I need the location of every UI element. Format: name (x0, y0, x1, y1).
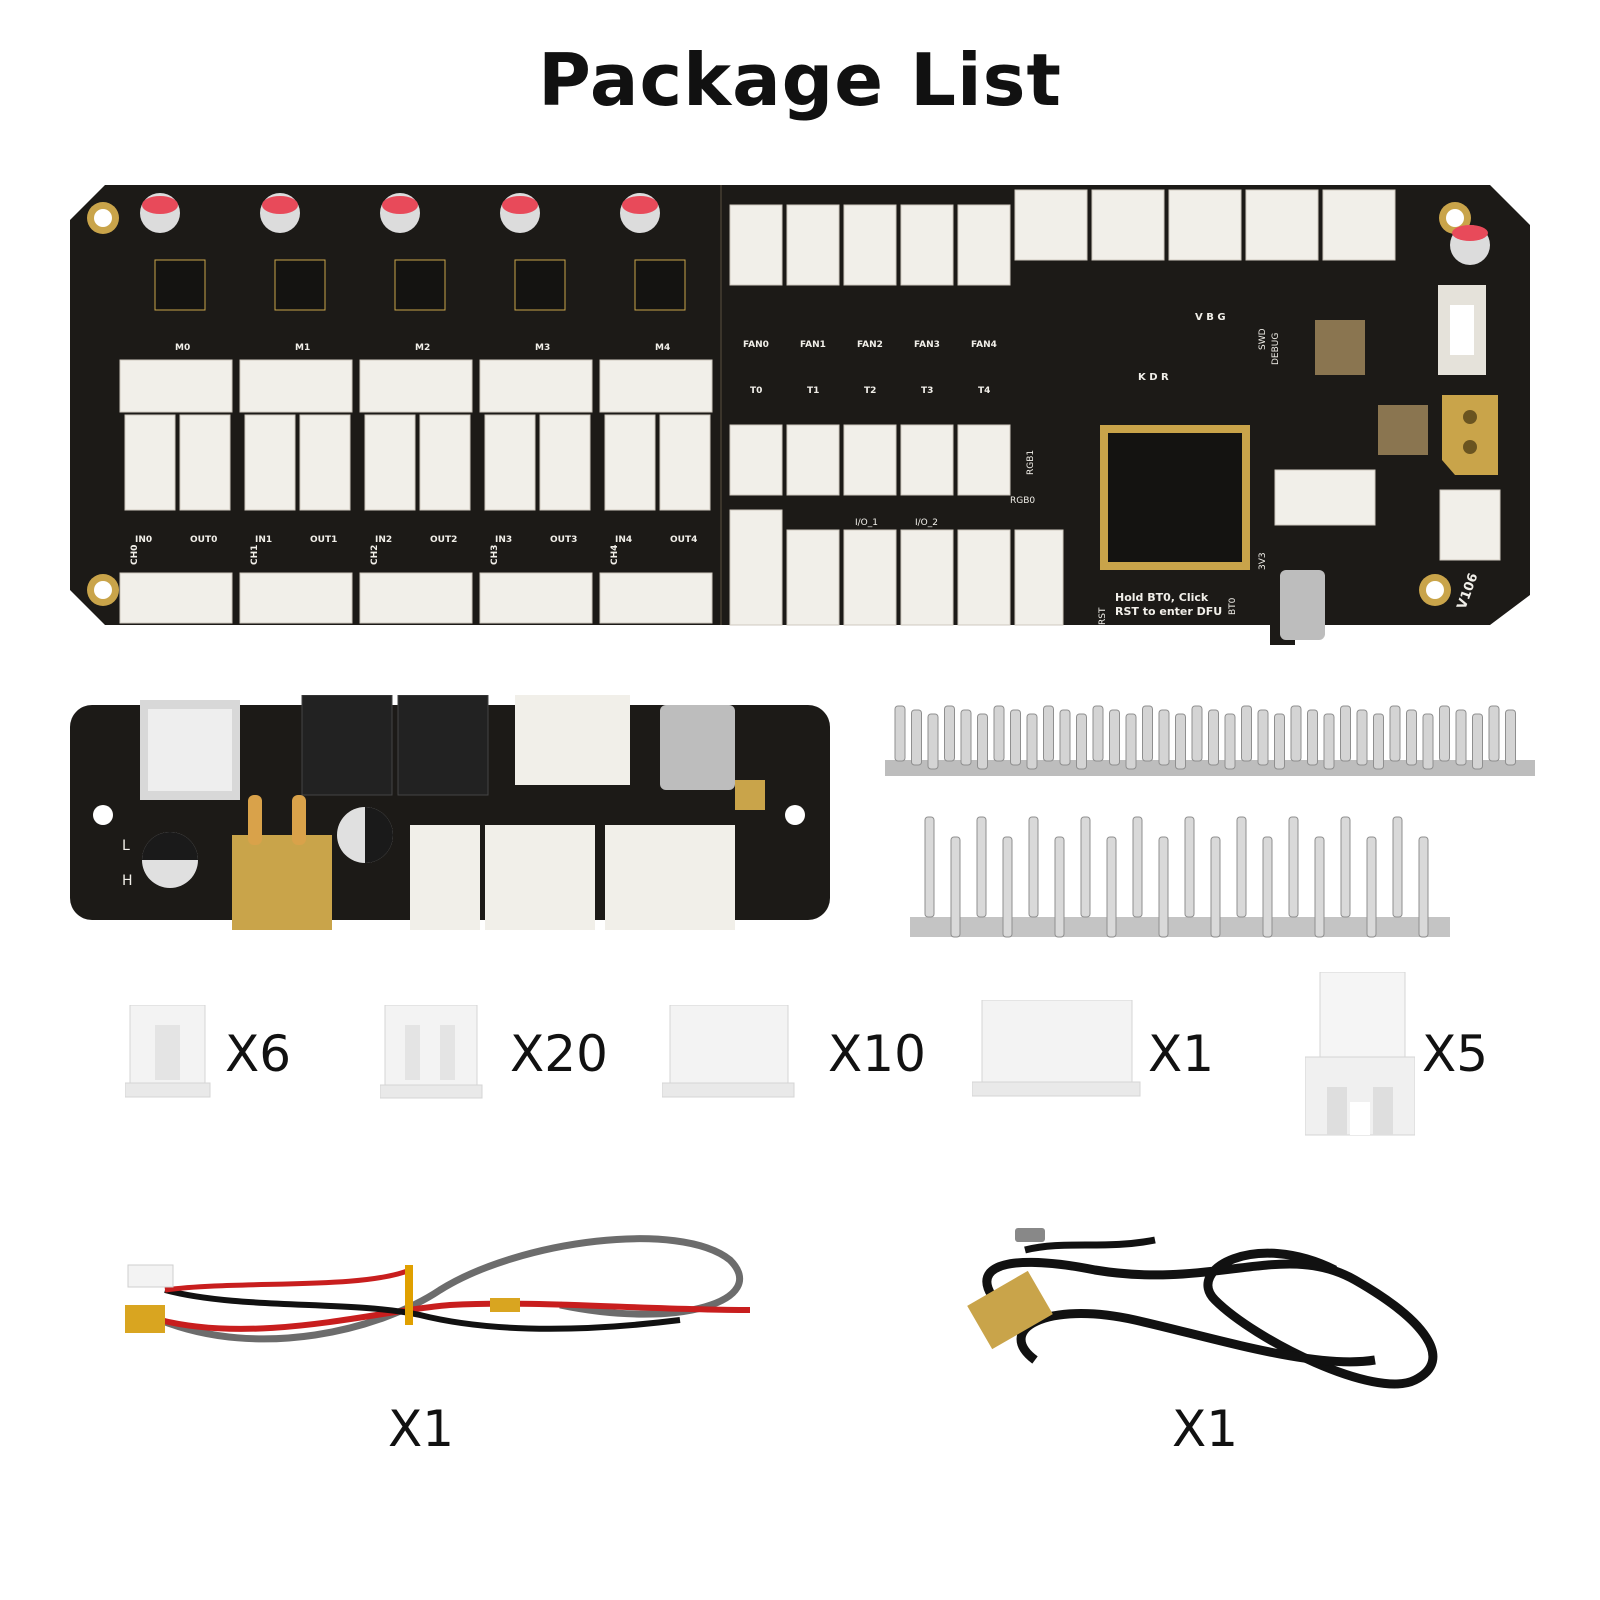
driver-label: M4 (655, 343, 670, 353)
terminal-strip-large-image (885, 705, 1535, 776)
ch-label: CH1 (250, 545, 260, 565)
in-label: IN0 (135, 535, 152, 545)
connector-qty-5: X5 (1422, 1025, 1489, 1083)
out-label: OUT0 (190, 535, 217, 545)
out-label: OUT3 (550, 535, 577, 545)
in-label: IN2 (375, 535, 392, 545)
adapter-mark-h: H (122, 873, 133, 889)
cable-qty-2: X1 (1172, 1400, 1239, 1458)
ch-label: CH3 (490, 545, 500, 565)
page-title: Package List (538, 38, 1062, 122)
fan-label: FAN2 (857, 340, 883, 350)
adapter-board-image: L H (70, 695, 830, 930)
rgb0-label: RGB0 (1010, 496, 1035, 506)
in-label: IN4 (615, 535, 632, 545)
cable-qty-1: X1 (388, 1400, 455, 1458)
driver-label: M1 (295, 343, 310, 353)
v3-label: 3V3 (1258, 552, 1268, 570)
ch-label: CH4 (610, 545, 620, 565)
connector-qty-2: X20 (510, 1025, 608, 1083)
therm-label: T2 (864, 386, 876, 396)
therm-label: T1 (807, 386, 819, 396)
vbg-label: V B G (1195, 312, 1226, 323)
adapter-mark-l: L (122, 838, 130, 854)
io2-label: I/O_2 (915, 518, 938, 528)
terminal-strip-small-image (910, 816, 1450, 938)
dfu-line2: RST to enter DFU (1115, 605, 1222, 618)
therm-label: T4 (978, 386, 990, 396)
driver-label: M0 (175, 343, 190, 353)
fan-label: FAN4 (971, 340, 997, 350)
ch-label: CH2 (370, 545, 380, 565)
connector-qty-4: X1 (1148, 1025, 1215, 1083)
connector-qty-3: X10 (828, 1025, 926, 1083)
driver-label: M3 (535, 343, 550, 353)
swd-label: SWD (1258, 328, 1268, 350)
connector-3pin-large-image (1305, 972, 1415, 1136)
power-cable-image (125, 1235, 751, 1343)
connector-2pin-image (125, 1005, 211, 1098)
in-label: IN3 (495, 535, 512, 545)
out-label: OUT4 (670, 535, 697, 545)
in-label: IN1 (255, 535, 272, 545)
fan-label: FAN0 (743, 340, 769, 350)
kdr-label: K D R (1138, 372, 1169, 383)
therm-label: T0 (750, 386, 762, 396)
fan-label: FAN3 (914, 340, 940, 350)
bt0-label: BT0 (1228, 597, 1238, 615)
debug-label: DEBUG (1271, 333, 1281, 365)
rgb1-label: RGB1 (1026, 450, 1036, 475)
dfu-line1: Hold BT0, Click (1115, 591, 1209, 604)
connector-4pin-image (662, 1005, 795, 1098)
usb-cable-image (967, 1228, 1438, 1389)
ch-label: CH0 (130, 545, 140, 565)
connector-5pin-image (972, 1000, 1141, 1097)
rst-label: RST (1098, 607, 1108, 625)
therm-label: T3 (921, 386, 933, 396)
io1-label: I/O_1 (855, 518, 878, 528)
out-label: OUT1 (310, 535, 337, 545)
connector-qty-1: X6 (225, 1025, 292, 1083)
out-label: OUT2 (430, 535, 457, 545)
driver-label: M2 (415, 343, 430, 353)
connector-3pin-image (380, 1005, 483, 1099)
fan-label: FAN1 (800, 340, 826, 350)
